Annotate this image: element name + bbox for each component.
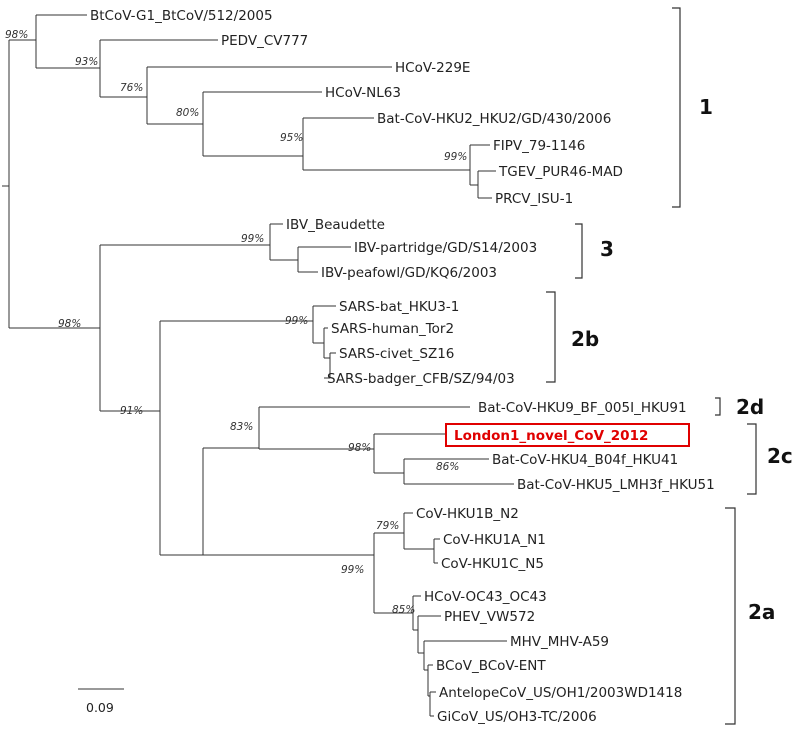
leaf-label: MHV_MHV-A59 [510,634,609,650]
support-label: 99% [341,564,364,576]
node-99-fipv [469,144,490,186]
clade-bracket [672,7,681,208]
node-tgev-prcv [477,170,496,199]
leaf-label: CoV-HKU1C_N5 [441,556,544,572]
leaf-label: IBV-partridge/GD/S14/2003 [354,240,537,256]
clade-annotations: 1 3 2b 2d 2c 2a [546,7,793,725]
node-hku1-sub [433,538,440,564]
support-values: 98% 93% 76% 80% 95% 99% 99% 98% 99% 91% … [5,29,467,616]
node-99-2a [373,532,413,614]
tree-branches [2,14,514,717]
node-98-lower [99,244,270,412]
leaf-label: Bat-CoV-HKU4_B04f_HKU41 [492,452,678,468]
leaf-label: FIPV_79-1146 [493,138,585,154]
node-83-inner [258,406,470,450]
leaf-label: PRCV_ISU-1 [495,191,573,207]
leaf-label: GiCoV_US/OH3-TC/2006 [437,709,597,725]
clade-label: 1 [699,95,713,119]
scale-bar: 0.09 [78,688,124,715]
leaf-label: IBV-peafowl/GD/KQ6/2003 [321,265,497,281]
leaf-label: CoV-HKU1A_N1 [443,532,546,548]
leaf-label: Bat-CoV-HKU9_BF_005I_HKU91 [478,400,687,416]
node-83 [202,447,374,556]
support-label: 80% [176,107,199,119]
node-99-ibv [269,223,298,261]
leaf-label: HCoV-NL63 [325,85,401,101]
scale-label: 0.09 [86,700,114,715]
leaf-label: IBV_Beaudette [286,217,385,233]
support-label: 98% [348,442,371,454]
support-label: 98% [5,29,28,41]
leaf-label: TGEV_PUR46-MAD [498,164,623,180]
node-95 [302,117,470,171]
support-label: 86% [436,461,459,473]
clade-bracket [747,423,757,495]
leaf-labels: BtCoV-G1_BtCoV/512/2005 PEDV_CV777 HCoV-… [90,8,715,725]
clade-label: 3 [600,237,614,261]
leaf-label: HCoV-229E [395,60,470,76]
clade-bracket [546,291,556,383]
node-98-top [35,14,100,69]
node-79 [403,512,434,550]
highlight-box [445,423,690,447]
leaf-label: Bat-CoV-HKU2_HKU2/GD/430/2006 [377,111,611,127]
support-label: 93% [75,56,98,68]
leaf-label: CoV-HKU1B_N2 [416,506,519,522]
support-label: 99% [444,151,467,163]
clade-label: 2c [767,444,793,468]
support-label: 85% [392,604,415,616]
node-76 [146,66,392,125]
node-93 [99,39,218,98]
leaf-label: Bat-CoV-HKU5_LMH3f_HKU51 [517,477,715,493]
clade-bracket [575,223,583,279]
node-antelope [429,691,436,717]
leaf-label: BCoV_BCoV-ENT [436,658,546,674]
support-label: 99% [241,233,264,245]
clade-bracket [715,397,721,416]
node-91 [159,320,313,556]
support-label: 95% [280,132,303,144]
support-label: 91% [120,405,143,417]
leaf-label: HCoV-OC43_OC43 [424,589,547,605]
clade-bracket [725,507,736,725]
node-86 [403,458,514,485]
leaf-label: BtCoV-G1_BtCoV/512/2005 [90,8,273,24]
node-99-sars [312,305,336,344]
root-node [8,39,100,329]
clade-label: 2d [736,395,764,419]
support-label: 79% [376,520,399,532]
support-label: 83% [230,421,253,433]
node-98-mers [373,433,446,474]
clade-label: 2a [748,600,775,624]
leaf-label: SARS-civet_SZ16 [339,346,454,362]
node-mhv [423,640,507,671]
leaf-label: SARS-human_Tor2 [331,321,454,337]
leaf-label: PEDV_CV777 [221,33,308,49]
clade-label: 2b [571,327,599,351]
node-sars-sub1 [323,327,330,359]
support-label: 76% [120,82,143,94]
support-label: 99% [285,315,308,327]
highlight-leaf-label: London1_novel_CoV_2012 [454,428,648,444]
node-80 [202,91,322,157]
support-label: 98% [58,318,81,330]
leaf-label: AntelopeCoV_US/OH1/2003WD1418 [439,685,682,701]
node-85 [412,595,421,631]
leaf-label: PHEV_VW572 [444,609,535,625]
node-phev [417,615,441,654]
leaf-label: SARS-badger_CFB/SZ/94/03 [327,371,515,387]
leaf-label: SARS-bat_HKU3-1 [339,299,459,315]
node-ibv-sub [297,246,351,273]
node-sars-sub2 [324,352,336,379]
